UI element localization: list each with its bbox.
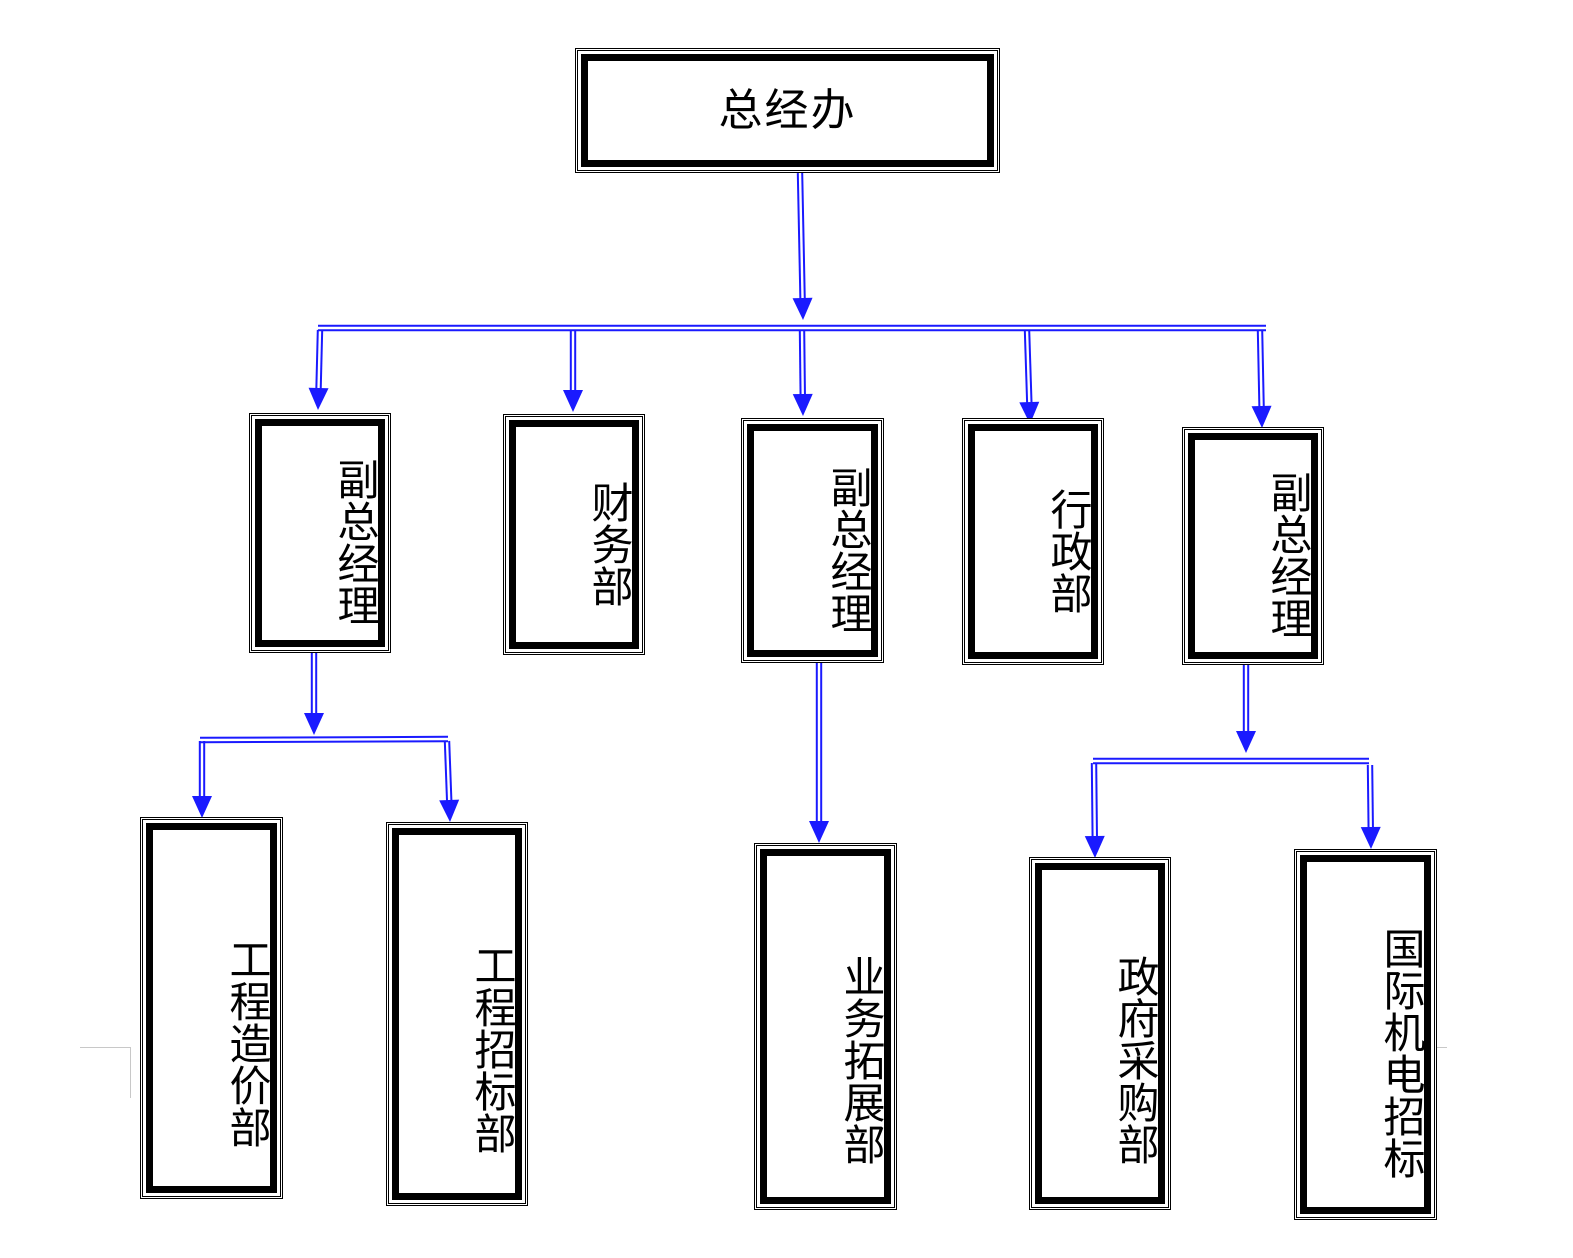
connector-to-engineering-bidding-line-1 — [448, 740, 453, 804]
connector-to-finance-arrowhead — [563, 390, 583, 412]
connector-to-vice-gm-1-arrowhead — [308, 387, 329, 410]
connector-to-international-mep-bidding-arrowhead — [1360, 826, 1381, 849]
connector-vice-gm-3-stem-arrowhead — [1236, 731, 1256, 753]
connector-vgm3-branch — [1084, 665, 1381, 858]
node-vice-gm-3-label: 副总经理 — [1188, 433, 1318, 659]
node-admin-label: 行政部 — [968, 424, 1098, 659]
connector-to-vice-gm-2-line-1 — [803, 329, 806, 398]
node-finance-label: 财务部 — [509, 420, 639, 649]
connector-to-government-procurement-arrowhead — [1084, 835, 1105, 858]
connector-to-vice-gm-1-line-1 — [319, 330, 324, 393]
connector-to-cost-engineering-arrowhead — [192, 796, 212, 818]
node-vice-gm-2: 副总经理 — [741, 418, 884, 663]
connector-vice-gm-1-stem-arrowhead — [304, 713, 324, 735]
connector-to-engineering-bidding-line-2 — [443, 741, 449, 805]
connector-root-stem-line-2 — [796, 173, 802, 303]
connector-to-vice-gm-3-arrowhead — [1251, 405, 1272, 428]
node-general-office-label: 总经办 — [581, 54, 994, 167]
connector-to-vice-gm-2-arrowhead — [792, 393, 813, 416]
node-government-procurement-label: 政府采购部 — [1035, 863, 1165, 1204]
connector-vice-gm-1-bus-line-1 — [199, 735, 448, 739]
node-vice-gm-2-label: 副总经理 — [747, 424, 878, 657]
connector-to-government-procurement-line-1 — [1095, 762, 1099, 840]
connector-to-vice-gm-1-line-2 — [315, 329, 319, 392]
node-general-office: 总经办 — [575, 48, 1000, 173]
node-international-mep-bidding-label: 国际机电招标 — [1300, 855, 1431, 1214]
connector-to-admin-line-1 — [1028, 329, 1033, 406]
node-government-procurement: 政府采购部 — [1029, 857, 1171, 1210]
node-finance: 财务部 — [503, 414, 645, 655]
connector-to-business-development-arrowhead — [809, 821, 829, 843]
connector-root-stem-line-1 — [801, 172, 806, 302]
node-vice-gm-1: 副总经理 — [249, 413, 391, 653]
node-admin: 行政部 — [962, 418, 1104, 665]
connector-to-admin-line-2 — [1023, 330, 1029, 407]
connector-to-vice-gm-2-line-2 — [798, 330, 802, 399]
connector-vice-gm-1-bus-line-2 — [200, 740, 449, 744]
connector-to-engineering-bidding-arrowhead — [439, 799, 460, 822]
node-engineering-bidding-label: 工程招标部 — [392, 828, 522, 1200]
node-international-mep-bidding: 国际机电招标 — [1294, 849, 1437, 1220]
connector-root-stem-arrowhead — [792, 297, 813, 320]
node-vice-gm-3: 副总经理 — [1182, 427, 1324, 665]
connector-to-admin-arrowhead — [1019, 401, 1040, 424]
node-business-development-label: 业务拓展部 — [760, 849, 891, 1204]
connector-vgm1-branch — [192, 653, 460, 822]
node-business-development: 业务拓展部 — [754, 843, 897, 1210]
connector-to-vice-gm-3-line-1 — [1261, 329, 1265, 410]
page-margin-mark-left — [80, 1047, 131, 1098]
node-vice-gm-1-label: 副总经理 — [255, 419, 385, 647]
connector-to-vice-gm-3-line-2 — [1256, 330, 1261, 411]
node-cost-engineering-label: 工程造价部 — [146, 823, 277, 1193]
connector-to-government-procurement-line-2 — [1090, 763, 1094, 841]
connector-to-international-mep-bidding-line-2 — [1366, 765, 1370, 832]
connector-to-international-mep-bidding-line-1 — [1371, 764, 1374, 831]
node-engineering-bidding: 工程招标部 — [386, 822, 528, 1206]
node-cost-engineering: 工程造价部 — [140, 817, 283, 1199]
connector-root-branch — [308, 172, 1272, 428]
connector-vgm2-branch — [809, 663, 829, 843]
